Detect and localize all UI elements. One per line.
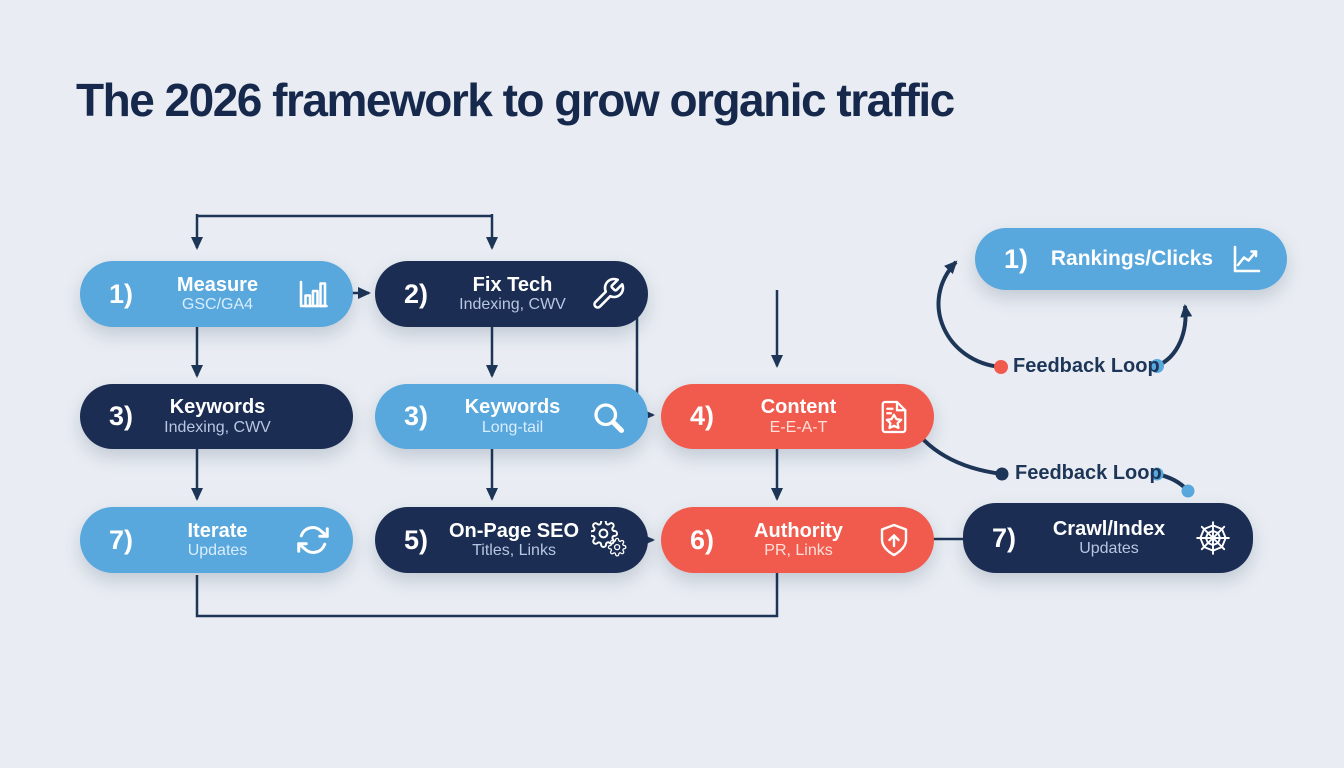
node-label: Authority — [754, 519, 843, 542]
node-number: 5) — [403, 524, 428, 555]
node-number: 7) — [991, 522, 1016, 553]
navy-dot — [995, 467, 1009, 481]
bottom-loop-line — [195, 573, 779, 618]
node-sublabel: GSC/GA4 — [181, 296, 254, 314]
feedback-loop-label-top: Feedback Loop — [1013, 355, 1160, 377]
node-iterate: 7) Iterate Updates — [80, 507, 353, 573]
node-sublabel: Indexing, CWV — [164, 418, 271, 436]
node-label: Measure — [176, 273, 259, 296]
node-rankings-clicks: 1) Rankings/Clicks — [975, 228, 1287, 290]
node-sublabel: Updates — [187, 542, 248, 560]
node-number: 1) — [108, 278, 133, 309]
node-label: On-Page SEO — [449, 519, 580, 542]
node-label: Keywords — [169, 396, 266, 419]
search-icon — [588, 399, 628, 435]
node-number: 4) — [689, 401, 714, 431]
bar-chart-icon — [293, 276, 333, 312]
node-keywords-longtail: 3) Keywords Long-tail — [375, 384, 648, 449]
node-sublabel: PR, Links — [764, 542, 833, 560]
node-content: 4) Content E-E-A-T — [661, 384, 934, 449]
node-number: 1) — [1003, 243, 1028, 274]
node-authority: 6) Authority PR, Links — [661, 507, 934, 573]
node-sublabel: Updates — [1079, 540, 1139, 558]
node-label: Iterate — [187, 519, 248, 542]
line-chart-icon — [1227, 241, 1267, 277]
node-label: Rankings/Clicks — [1050, 247, 1214, 271]
node-sublabel: Indexing, CWV — [459, 296, 566, 314]
document-star-icon — [874, 399, 914, 435]
wrench-icon — [588, 276, 628, 312]
red-dot — [994, 360, 1008, 374]
node-number: 6) — [689, 524, 714, 555]
refresh-icon — [293, 522, 333, 558]
node-number: 3) — [108, 401, 133, 431]
page-title: The 2026 framework to grow organic traff… — [76, 73, 955, 126]
node-measure: 1) Measure GSC/GA4 — [80, 261, 353, 327]
node-label: Fix Tech — [472, 273, 553, 296]
curve-feedback-to-rankings-bottom — [1156, 304, 1193, 368]
node-crawl-index: 7) Crawl/Index Updates — [963, 503, 1253, 573]
node-number: 7) — [108, 524, 133, 555]
node-sublabel: Long-tail — [481, 418, 544, 436]
node-on-page-seo: 5) On-Page SEO Titles, Links — [375, 507, 648, 573]
node-sublabel: E-E-A-T — [769, 418, 828, 436]
node-sublabel: Titles, Links — [472, 542, 556, 560]
node-label: Crawl/Index — [1052, 517, 1166, 540]
node-label: Content — [760, 396, 837, 419]
spider-web-icon — [1193, 519, 1233, 557]
node-fix-tech: 2) Fix Tech Indexing, CWV — [375, 261, 648, 327]
feedback-loop-label-mid: Feedback Loop — [1015, 462, 1162, 484]
shield-up-icon — [874, 522, 914, 558]
node-number: 3) — [403, 401, 428, 431]
gears-icon — [591, 521, 629, 559]
blue-dot — [1181, 484, 1195, 498]
node-keywords-indexing: 3) Keywords Indexing, CWV — [80, 384, 353, 449]
node-number: 2) — [403, 278, 428, 309]
node-label: Keywords — [464, 396, 561, 419]
